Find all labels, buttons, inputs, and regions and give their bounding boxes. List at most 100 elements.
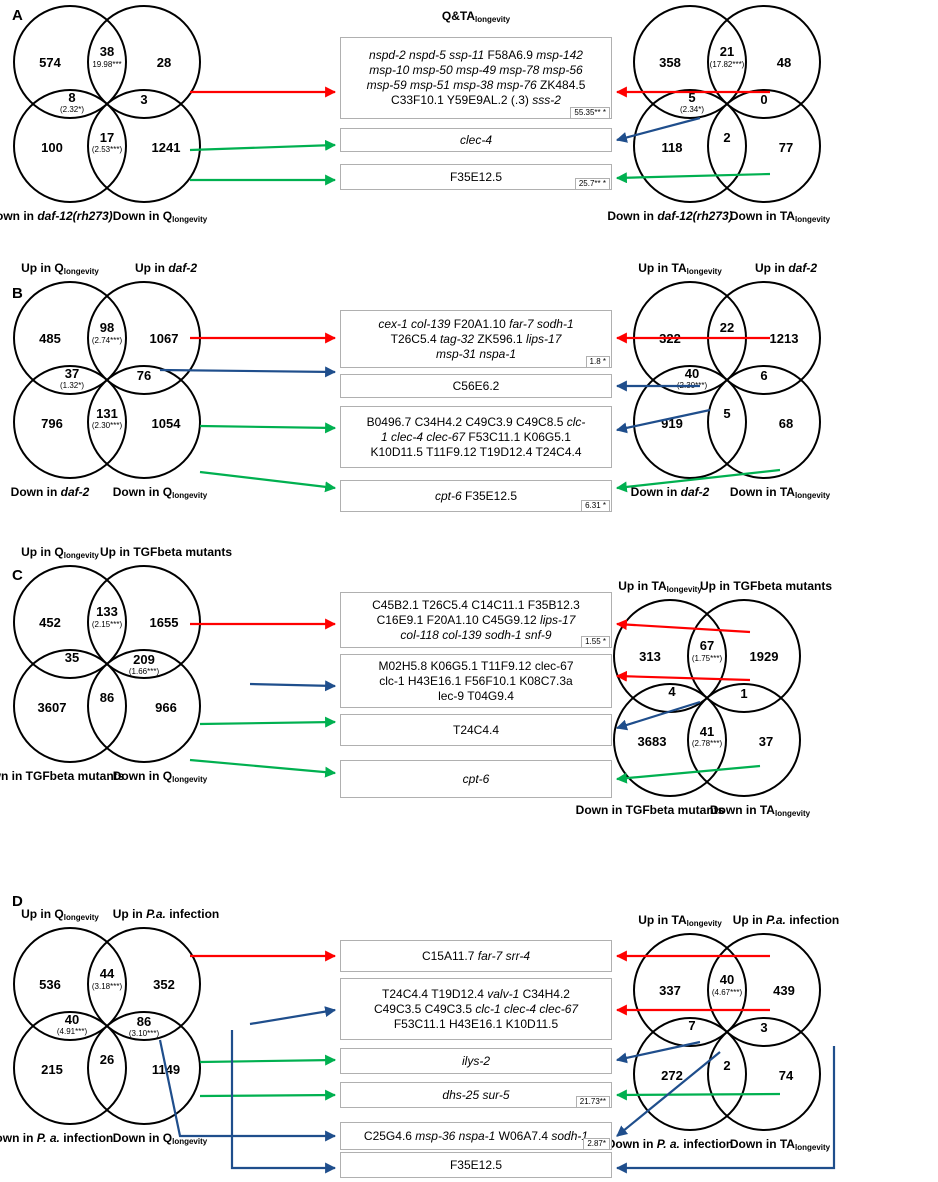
- panel-D-right-venn-n-top-left: 337: [659, 983, 681, 998]
- panel-A-gene-box-2: F35E12.5: [340, 164, 612, 190]
- panel-A-right-venn-label-bottom-right: Down in TAlongevity: [730, 209, 831, 224]
- panel-C-right-venn-circle-3: [687, 683, 801, 797]
- panel-B-arrow-6: [615, 408, 711, 434]
- panel-A-left-venn-label-bottom-left: Down in daf-12(rh273): [0, 209, 113, 223]
- panel-B-gene-box-2: B0496.7 C34H4.2 C49C3.9 C49C8.5 clc-1 cl…: [340, 406, 612, 468]
- panel-D-right-venn-label-bottom-right: Down in TAlongevity: [730, 1137, 831, 1152]
- panel-C-arrow-7: [615, 764, 761, 784]
- panel-D-arrow-5: [230, 1030, 337, 1174]
- panel-B-right-venn-n-top-mid: 22: [720, 320, 734, 335]
- panel-D-gene-box-4-stat: 2.87*: [583, 1138, 610, 1150]
- panel-A-arrow-4: [615, 116, 701, 143]
- panel-C-gene-box-0-stat: 1.55 *: [581, 636, 610, 648]
- panel-B-right-venn-n-bottom-right: 68: [779, 416, 793, 431]
- panel-C-arrow-5: [615, 670, 751, 682]
- panel-B-left-venn-label-bottom-left: Down in daf-2: [11, 485, 90, 499]
- panel-D-right-venn-circle-0: [633, 933, 747, 1047]
- panel-C-left-venn-n-bottom-left: 3607: [38, 700, 67, 715]
- panel-A-right-venn-circle-3: [707, 89, 821, 203]
- panel-D-right-venn-n-bottom-right: 74: [779, 1068, 794, 1083]
- panel-B-left-venn-n-top-left: 485: [39, 331, 61, 346]
- panel-B-left-venn-circle-3: [87, 365, 201, 479]
- panel-A-left-venn-circle-0: [13, 5, 127, 119]
- panel-D-left-venn-n-top-mid-stat: (3.18***): [92, 982, 123, 991]
- panel-B-arrow-3: [199, 470, 337, 493]
- panel-C-left-venn-n-mid-left: 35: [65, 650, 79, 665]
- panel-D-arrow-3: [199, 1089, 337, 1101]
- panel-C-arrow-6: [615, 700, 701, 731]
- panel-C-arrow-1: [249, 680, 337, 692]
- panel-D-gene-box-3-stat: 21.73**: [575, 1096, 610, 1108]
- panel-letter-C: C: [12, 567, 23, 584]
- panel-A-right-venn-circle-2: [633, 89, 747, 203]
- panel-A-left-venn-circle-3: [87, 89, 201, 203]
- panel-D-left-venn-n-mid-right-stat: (3.10***): [129, 1029, 160, 1038]
- panel-D-right-venn-circle-2: [633, 1017, 747, 1131]
- panel-B-right-venn-circle-2: [633, 365, 747, 479]
- panel-D-left-venn-n-top-right: 352: [153, 977, 175, 992]
- panel-A-arrow-5: [615, 172, 771, 184]
- panel-C-left-venn-n-top-left: 452: [39, 615, 61, 630]
- panel-C-right-venn-circle-1: [687, 599, 801, 713]
- panel-D-left-venn-label-top-left: Up in Qlongevity: [21, 907, 99, 922]
- panel-A-gene-box-1: clec-4: [340, 128, 612, 152]
- panel-A-left-venn-n-bottom-left: 100: [41, 140, 63, 155]
- panel-A-arrow-1: [189, 139, 337, 152]
- panel-C-arrow-3: [189, 758, 337, 778]
- panel-C-left-venn-n-top-mid-stat: (2.15***): [92, 620, 123, 629]
- panel-B-left-venn-label-top-right: Up in daf-2: [135, 261, 197, 275]
- panel-C-arrow-4: [615, 619, 751, 634]
- panel-D-right-venn-circle-1: [707, 933, 821, 1047]
- panel-C-right-venn-n-bottom-mid-stat: (2.78***): [692, 739, 723, 748]
- panel-A-right-venn-n-mid-left-stat: (2.34*): [680, 105, 704, 114]
- panel-A-left-venn-circle-1: [87, 5, 201, 119]
- panel-letter-B: B: [12, 285, 23, 302]
- panel-D-left-venn-label-bottom-left: Down in P. a. infection: [0, 1131, 113, 1145]
- panel-B-gene-box-3-stat: 6.31 *: [581, 500, 610, 512]
- panel-D-left-venn-n-bottom-left: 215: [41, 1062, 63, 1077]
- panel-D-arrow-11: [615, 1046, 836, 1174]
- panel-B-left-venn-n-mid-left-stat: (1.32*): [60, 381, 84, 390]
- panel-C-right-venn-n-mid-right: 1: [740, 686, 747, 701]
- panel-D-right-venn-n-mid-right: 3: [760, 1020, 767, 1035]
- panel-A-gene-box-0-stat: 55.35** *: [570, 107, 610, 119]
- panel-C-left-venn-n-bottom-mid: 86: [100, 690, 114, 705]
- panel-B-right-venn-n-mid-left: 40: [685, 366, 699, 381]
- panel-B-arrow-1: [159, 366, 337, 378]
- panel-D-right-venn-n-top-mid-stat: (4.67***): [712, 988, 743, 997]
- panel-D-right-venn-label-bottom-left: Down in P. a. infection: [607, 1137, 733, 1151]
- panel-D-arrow-2: [199, 1054, 337, 1066]
- panel-D-right-venn-n-top-mid: 40: [720, 972, 734, 987]
- panel-B-left-venn-circle-0: [13, 281, 127, 395]
- panel-A-left-venn-label-bottom-right: Down in Qlongevity: [113, 209, 208, 224]
- panel-C-right-venn-circle-2: [613, 683, 727, 797]
- panel-D-left-venn-n-top-left: 536: [39, 977, 61, 992]
- panel-B-gene-box-3: cpt-6 F35E12.5: [340, 480, 612, 512]
- panel-D-left-venn-circle-1: [87, 927, 201, 1041]
- panel-D-right-venn-n-bottom-mid: 2: [723, 1058, 730, 1073]
- panel-B-left-venn-label-bottom-right: Down in Qlongevity: [113, 485, 208, 500]
- panel-A-right-venn-n-bottom-right: 77: [779, 140, 793, 155]
- panel-C-right-venn-n-top-right: 1929: [750, 649, 779, 664]
- panel-D-left-venn-label-bottom-right: Down in Qlongevity: [113, 1131, 208, 1146]
- panel-C-right-venn-n-mid-left: 4: [668, 684, 676, 699]
- panel-C-left-venn-circle-3: [87, 649, 201, 763]
- panel-D-gene-box-4: C25G4.6 msp-36 nspa-1 W06A7.4 sodh-1: [340, 1122, 612, 1150]
- panel-A-right-venn-circle-1: [707, 5, 821, 119]
- panel-D-right-venn-n-mid-left: 7: [688, 1018, 695, 1033]
- panel-C-left-venn-label-bottom-right: Down in Qlongevity: [113, 769, 208, 784]
- panel-C-gene-box-3: cpt-6: [340, 760, 612, 798]
- panel-D-left-venn-n-mid-left: 40: [65, 1012, 79, 1027]
- panel-D-left-venn-n-mid-left-stat: (4.91***): [57, 1027, 88, 1036]
- panel-C-right-venn-label-top-left: Up in TAlongevity: [618, 579, 702, 594]
- panel-B-gene-box-1: C56E6.2: [340, 374, 612, 398]
- panel-A-right-venn-n-bottom-mid: 2: [723, 130, 730, 145]
- panel-C-left-venn-n-mid-right: 209: [133, 652, 155, 667]
- panel-A-right-venn-label-bottom-left: Down in daf-12(rh273): [607, 209, 732, 223]
- panel-B-right-venn-n-bottom-mid: 5: [723, 406, 730, 421]
- panel-B-gene-box-0-stat: 1.8 *: [585, 356, 610, 368]
